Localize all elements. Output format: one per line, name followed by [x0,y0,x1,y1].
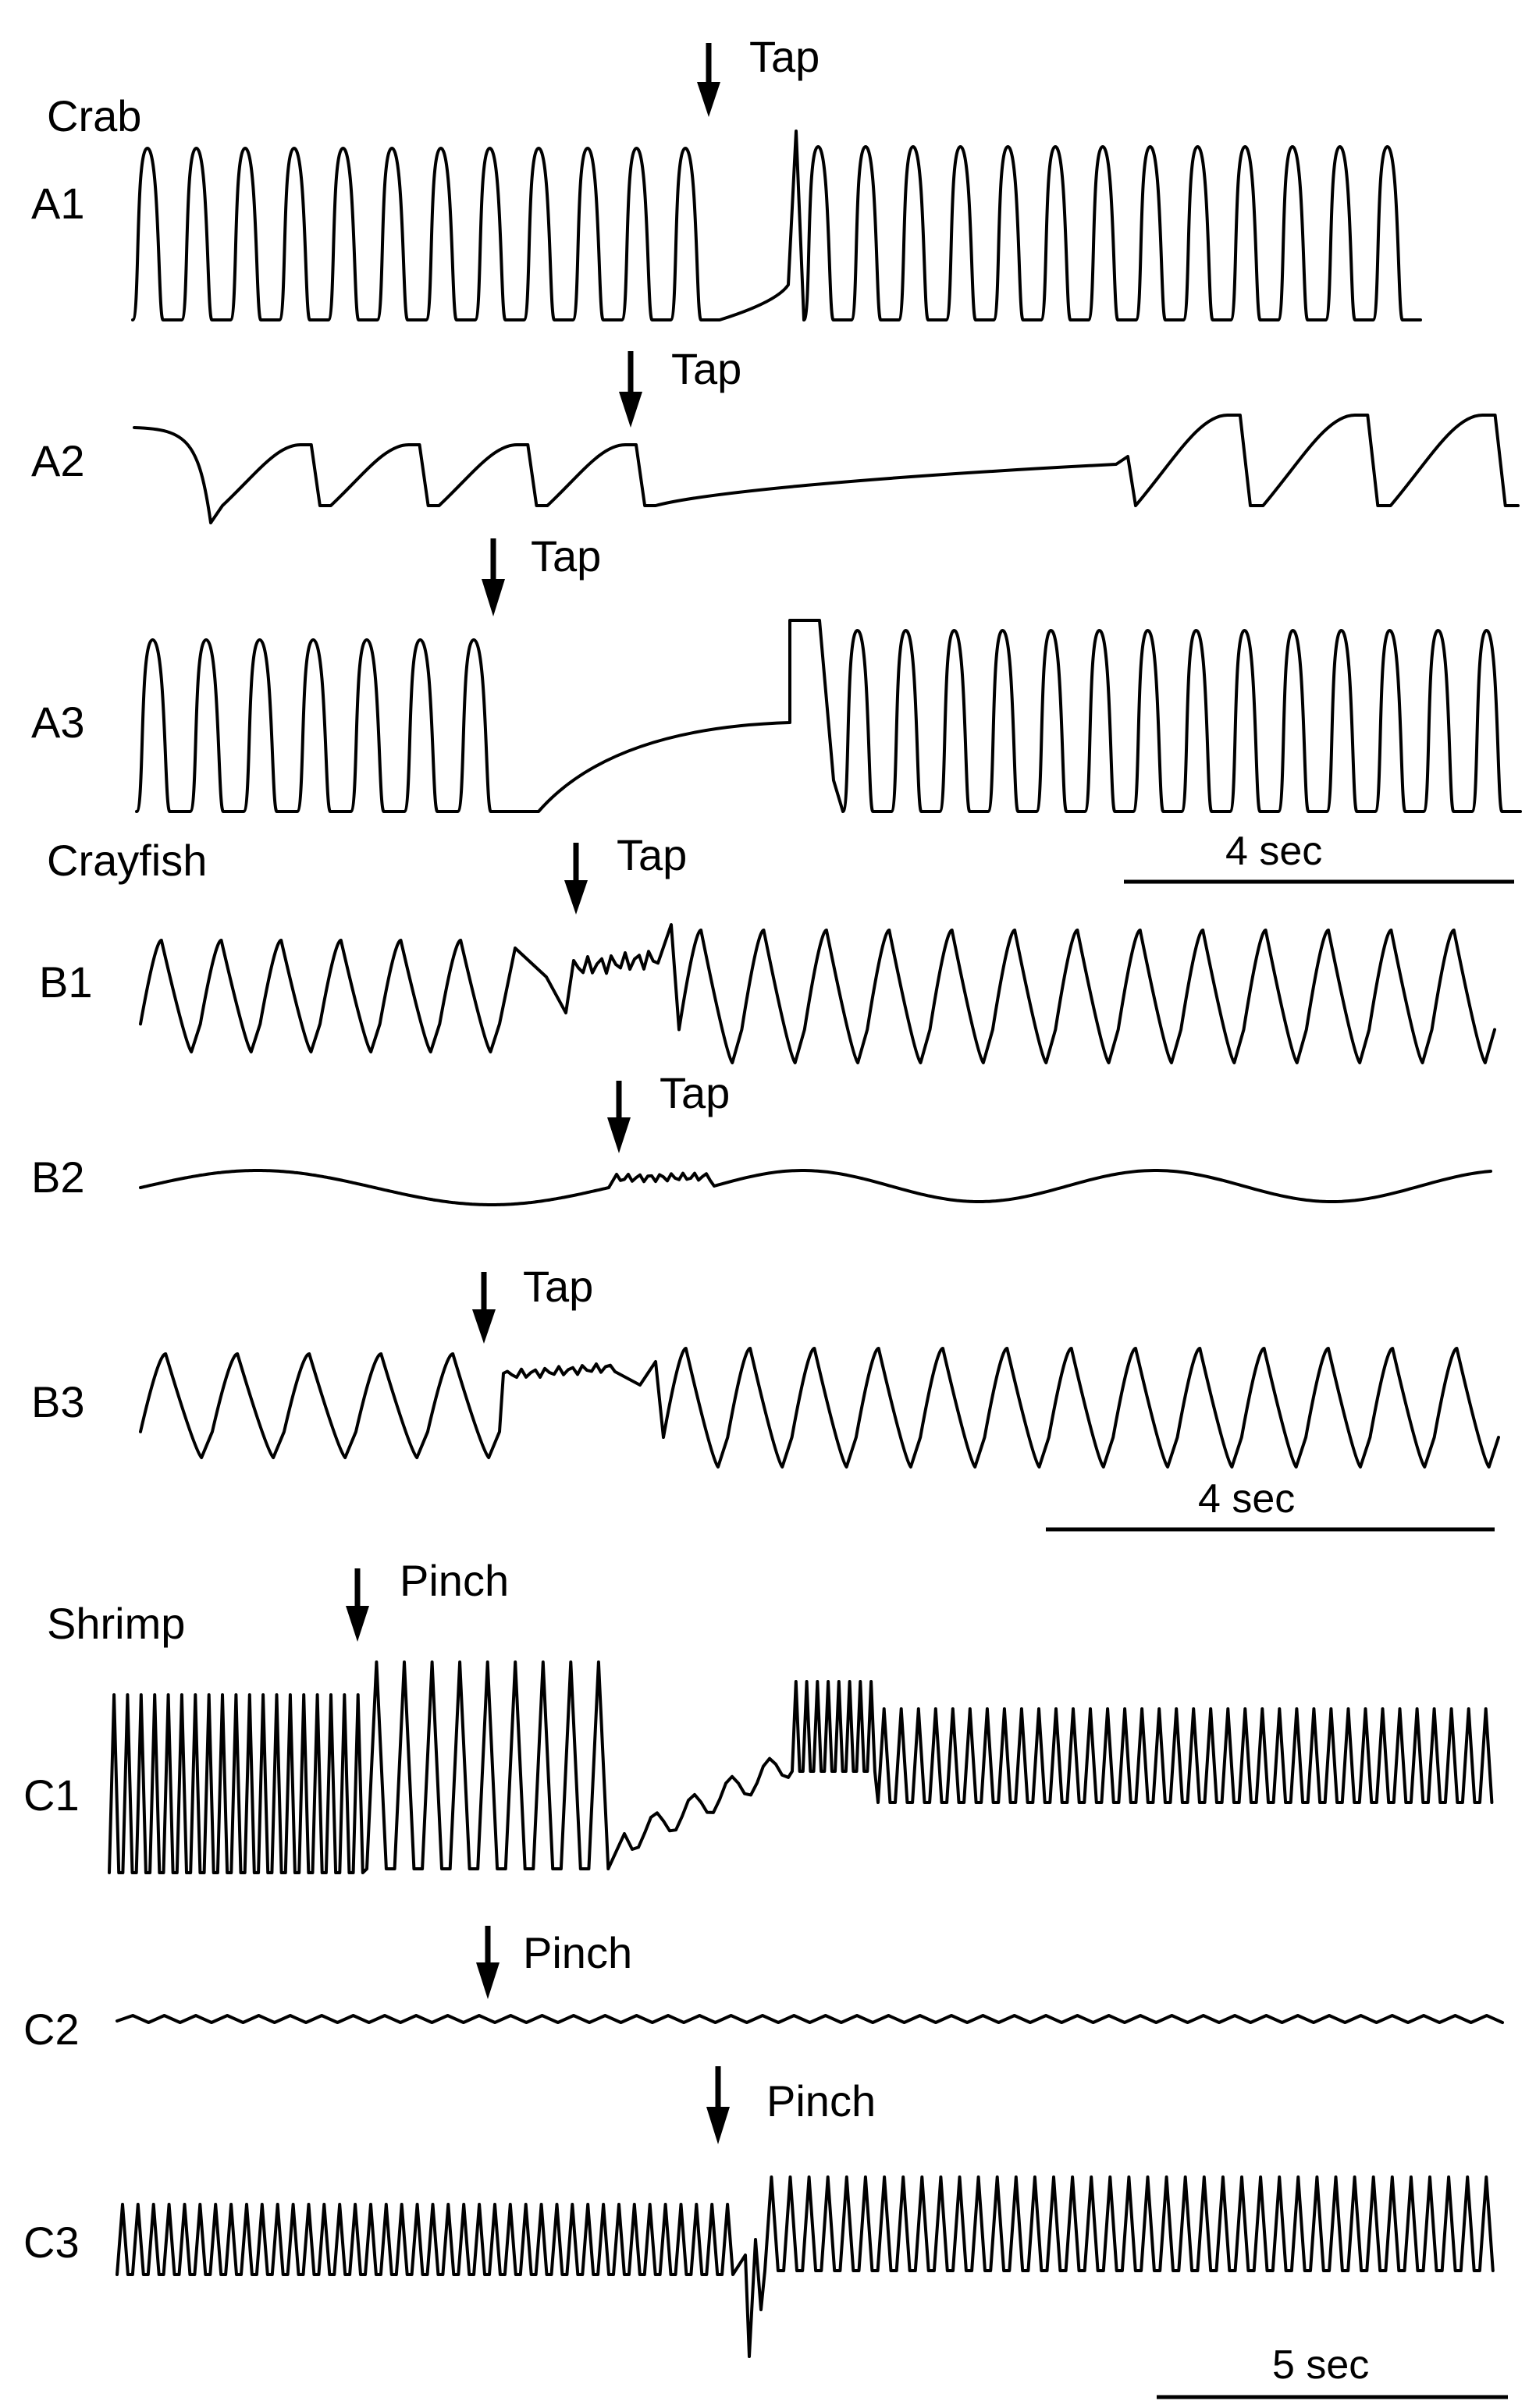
trace-label-b2: B2 [31,1153,85,1202]
trace-label-c1: C1 [23,1770,80,1820]
stimulus-label-a1: Tap [749,32,820,81]
trace-label-a3: A3 [31,698,85,747]
panel-c: Shrimp C1 Pinch C2 Pinch C3 Pinch 5 sec [23,1556,1508,2399]
scale-bar-label-c: 5 sec [1272,2342,1369,2388]
trace-label-c2: C2 [23,2005,80,2054]
pinch-arrow-c2 [476,1926,500,1999]
tap-arrow-b1 [564,843,588,915]
tap-arrow-b3 [472,1272,496,1344]
trace-b3 [139,1347,1500,1469]
scale-bar-label-b: 4 sec [1198,1476,1295,1522]
tap-arrow-a2 [619,351,642,428]
stimulus-label-c2: Pinch [523,1928,632,1977]
stimulus-label-c1: Pinch [400,1556,509,1605]
trace-b2 [139,1169,1492,1206]
stimulus-label-c3: Pinch [766,2076,876,2126]
panel-b: Crayfish B1 Tap B2 Tap B3 Tap 4 sec [31,830,1500,1532]
trace-label-a2: A2 [31,436,85,485]
group-label-crab: Crab [47,91,141,140]
trace-c1 [108,1660,1494,1874]
pinch-arrow-c1 [346,1568,369,1642]
trace-label-a1: A1 [31,179,85,228]
trace-a2 [133,414,1520,524]
group-label-shrimp: Shrimp [47,1599,185,1648]
stimulus-label-a3: Tap [531,531,601,581]
stimulus-label-a2: Tap [671,344,741,393]
trace-label-b1: B1 [39,957,93,1007]
trace-a1 [131,130,1422,321]
stimulus-label-b2: Tap [660,1068,730,1117]
trace-c2 [116,2014,1504,2024]
stimulus-label-b1: Tap [617,830,687,879]
trace-b1 [139,923,1496,1064]
scale-bar-label-a: 4 sec [1225,829,1322,874]
trace-c3 [116,2175,1495,2358]
trace-label-c3: C3 [23,2218,80,2267]
pinch-arrow-c3 [706,2066,730,2144]
panel-a: Crab A1 Tap A2 Tap A3 Tap 4 sec [31,32,1522,884]
group-label-crayfish: Crayfish [47,836,207,885]
stimulus-label-b3: Tap [523,1262,593,1311]
trace-a3 [135,619,1522,813]
tap-arrow-a1 [697,43,720,117]
tap-arrow-b2 [607,1081,631,1153]
trace-label-b3: B3 [31,1377,85,1426]
tap-arrow-a3 [482,538,505,616]
